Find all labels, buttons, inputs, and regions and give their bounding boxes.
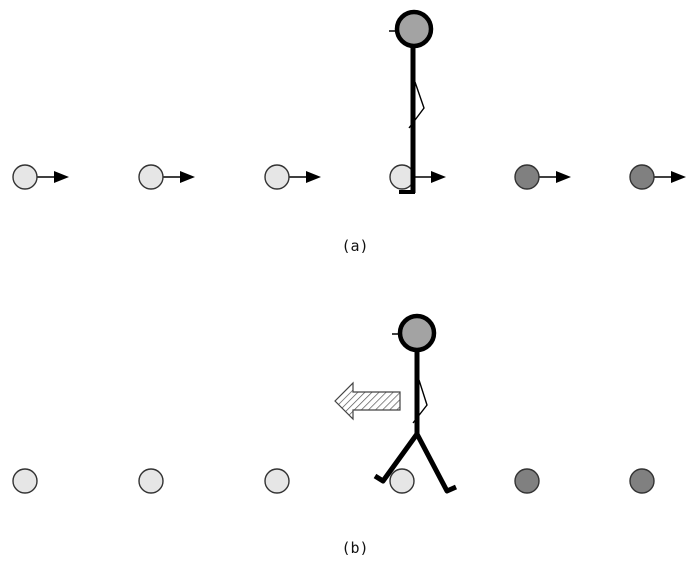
light-circle bbox=[12, 468, 38, 494]
velocity-arrow-head bbox=[54, 171, 69, 183]
panel-b: (b) bbox=[12, 313, 655, 557]
circle-row-a bbox=[12, 164, 686, 190]
person-back-leg bbox=[373, 432, 420, 484]
caption-a: (a) bbox=[341, 237, 368, 255]
light-circle bbox=[264, 164, 290, 190]
person-arm bbox=[408, 81, 425, 129]
movement-arrow bbox=[334, 381, 401, 421]
caption-b: (b) bbox=[341, 539, 368, 557]
dark-circle bbox=[629, 468, 655, 494]
light-circle bbox=[138, 468, 164, 494]
light-circle bbox=[389, 468, 415, 494]
person-front-leg bbox=[414, 432, 458, 494]
walking-person-figure bbox=[373, 313, 458, 494]
dark-circle bbox=[514, 164, 540, 190]
velocity-arrow-head bbox=[180, 171, 195, 183]
dark-circle bbox=[629, 164, 655, 190]
light-circle bbox=[389, 164, 415, 190]
light-circle bbox=[264, 468, 290, 494]
circle-row-b bbox=[12, 468, 655, 494]
light-circle bbox=[12, 164, 38, 190]
light-circle bbox=[138, 164, 164, 190]
velocity-arrow-head bbox=[306, 171, 321, 183]
standing-person-figure bbox=[389, 9, 434, 194]
velocity-arrow-head bbox=[431, 171, 446, 183]
person-head bbox=[394, 9, 434, 49]
dark-circle bbox=[514, 468, 540, 494]
person-arm bbox=[412, 379, 428, 424]
velocity-arrow-head bbox=[671, 171, 686, 183]
person-head bbox=[397, 313, 437, 353]
velocity-arrow-head bbox=[556, 171, 571, 183]
panel-a: (a) bbox=[12, 9, 686, 255]
